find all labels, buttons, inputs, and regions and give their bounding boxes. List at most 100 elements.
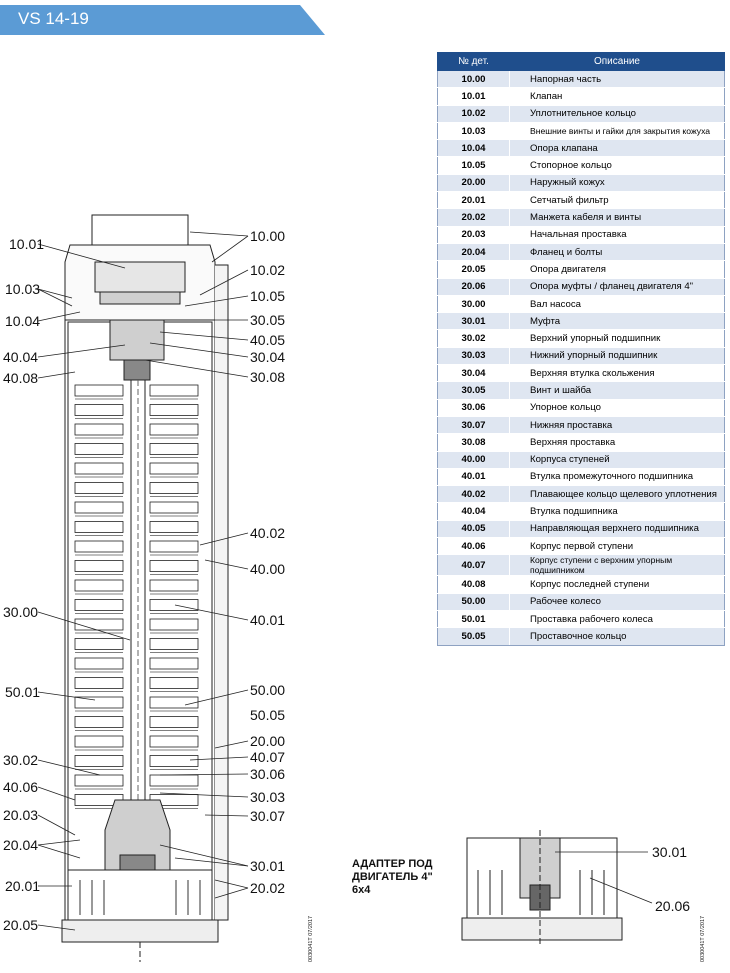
stage-impeller — [74, 599, 124, 611]
part-description: Опора клапана — [509, 139, 725, 158]
callout-40-01: 40.01 — [250, 612, 286, 628]
callout-40-04: 40.04 — [3, 349, 39, 365]
part-description: Направляющая верхнего подшипника — [509, 520, 725, 539]
stage-impeller — [149, 501, 199, 514]
stage-impeller — [74, 579, 124, 592]
callout-50-01: 50.01 — [5, 684, 41, 700]
part-description: Корпус ступени с верхним упорным подшипн… — [509, 554, 725, 577]
stage-impeller — [149, 735, 199, 748]
part-number: 30.07 — [437, 416, 510, 435]
part-description: Втулка промежуточного подшипника — [509, 468, 725, 487]
stage-impeller — [74, 423, 124, 436]
stage-impeller — [74, 501, 124, 514]
stage-impeller — [149, 696, 199, 709]
callout-30-01: 30.01 — [250, 858, 286, 874]
stage-impeller — [149, 716, 199, 728]
part-number: 50.01 — [437, 610, 510, 629]
part-number: 30.04 — [437, 364, 510, 383]
part-number: 40.06 — [437, 537, 510, 556]
part-description: Втулка подшипника — [509, 502, 725, 521]
stage-impeller — [149, 423, 199, 436]
part-description: Уплотнительное кольцо — [509, 105, 725, 123]
part-number: 20.03 — [437, 226, 510, 244]
part-number: 30.02 — [437, 329, 510, 348]
adapter-caption-line2: ДВИГАТЕЛЬ 4" — [352, 871, 433, 883]
part-number: 20.05 — [437, 260, 510, 279]
header-part-no: № дет. — [437, 52, 510, 71]
callout-40-00: 40.00 — [250, 561, 286, 577]
part-description: Напорная часть — [509, 70, 725, 89]
callout-40-07: 40.07 — [250, 749, 286, 765]
callout-30-02: 30.02 — [3, 752, 39, 768]
stage-impeller — [74, 677, 124, 689]
callout-20-00: 20.00 — [250, 733, 286, 749]
callout-10-03: 10.03 — [5, 281, 41, 297]
callout-10-05: 10.05 — [250, 288, 286, 304]
callout-20-05: 20.05 — [3, 917, 39, 933]
callout-20-01: 20.01 — [5, 878, 41, 894]
adapter-drawing — [461, 830, 653, 945]
part-number: 40.00 — [437, 451, 510, 469]
stage-impeller — [74, 560, 124, 572]
callout-10-01: 10.01 — [9, 236, 45, 252]
part-description: Начальная проставка — [509, 226, 725, 244]
callout-50-00: 50.00 — [250, 682, 286, 698]
part-description: Верхняя проставка — [509, 433, 725, 452]
part-description: Клапан — [509, 87, 725, 106]
part-number: 30.08 — [437, 433, 510, 452]
adapter-caption-line3: 6x4 — [352, 884, 371, 896]
stage-impeller — [149, 599, 199, 611]
part-description: Корпус первой ступени — [509, 537, 725, 556]
part-description: Нижняя проставка — [509, 416, 725, 435]
header-banner-shape — [0, 5, 325, 35]
part-description: Корпус последней ступени — [509, 575, 725, 594]
stage-impeller — [149, 384, 199, 397]
part-number: 40.05 — [437, 520, 510, 539]
part-description: Верхняя втулка скольжения — [509, 364, 725, 383]
stage-impeller — [74, 462, 124, 475]
callout-30-07: 30.07 — [250, 808, 286, 824]
drawing-code-main: 0030041T 07/2017 — [308, 915, 314, 962]
part-number: 30.03 — [437, 347, 510, 366]
part-description: Корпуса ступеней — [509, 451, 725, 469]
stage-impeller — [74, 404, 124, 416]
part-number: 20.01 — [437, 191, 510, 210]
adapter-callout-20-06: 20.06 — [655, 898, 691, 914]
part-description: Стопорное кольцо — [509, 156, 725, 175]
part-description: Сетчатый фильтр — [509, 191, 725, 210]
part-description: Проставочное кольцо — [509, 627, 725, 646]
discharge-head — [91, 214, 189, 246]
part-number: 40.02 — [437, 485, 510, 504]
part-description: Рабочее колесо — [509, 593, 725, 611]
callout-50-05: 50.05 — [250, 707, 286, 723]
part-number: 10.03 — [437, 122, 510, 141]
stage-impeller — [149, 540, 199, 553]
stage-impeller — [74, 521, 124, 533]
stage-impeller — [149, 404, 199, 416]
part-number: 10.04 — [437, 139, 510, 158]
stage-impeller — [74, 540, 124, 553]
stage-impeller — [74, 696, 124, 709]
stage-impeller — [149, 560, 199, 572]
stage-impeller — [149, 443, 199, 455]
stage-impeller — [149, 462, 199, 475]
adapter-caption-line1: АДАПТЕР ПОД — [352, 858, 433, 870]
stage-impeller — [74, 774, 124, 787]
header-description: Описание — [509, 52, 725, 71]
